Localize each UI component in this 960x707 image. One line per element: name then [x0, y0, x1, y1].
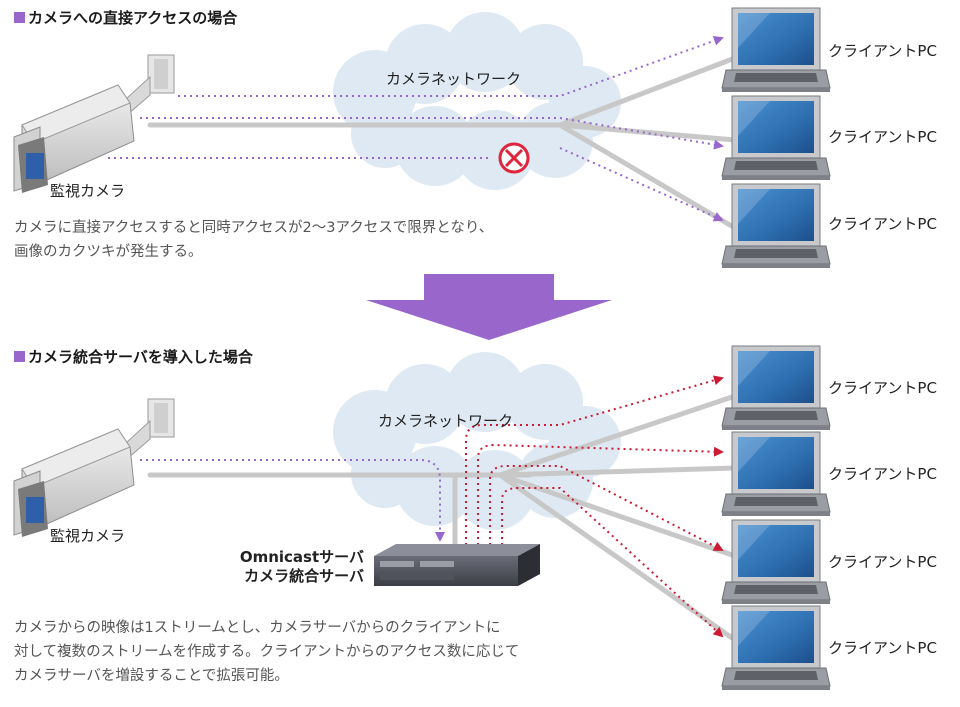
bottom-laptop-icon-2	[721, 431, 831, 517]
top-cloud	[333, 12, 621, 190]
bottom-client-label-3: クライアントPC	[828, 553, 937, 571]
server-label-line: Omnicastサーバ	[239, 548, 364, 566]
bottom-section-title: カメラ統合サーバを導入した場合	[14, 346, 253, 367]
top-laptop-icon-2	[721, 95, 831, 181]
title-marker-icon	[14, 351, 25, 362]
top-caption-line: カメラに直接アクセスすると同時アクセスが2～3アクセスで限界となり、	[14, 220, 494, 236]
bottom-caption-line: カメラからの映像は1ストリームとし、カメラサーバからのクライアントに	[14, 620, 501, 636]
top-cables	[147, 55, 738, 231]
camera-to-server-stream	[140, 459, 445, 542]
title-marker-icon	[14, 12, 25, 23]
top-section-title-text: カメラへの直接アクセスの場合	[28, 9, 238, 27]
blocked-icon	[498, 142, 530, 174]
top-camera-label: 監視カメラ	[50, 182, 126, 200]
top-laptop-icon-3	[721, 183, 831, 269]
bottom-caption-line: 対して複数のストリームを作成する。クライアントからのアクセス数に応じて	[14, 644, 520, 660]
top-section-title: カメラへの直接アクセスの場合	[14, 7, 237, 28]
bottom-client-label-1: クライアントPC	[828, 379, 937, 397]
top-network-label: カメラネットワーク	[386, 70, 522, 88]
server-label-line: カメラ統合サーバ	[244, 567, 364, 585]
top-client-label-3: クライアントPC	[828, 215, 937, 233]
server-label: Omnicastサーバ カメラ統合サーバ	[212, 548, 364, 586]
bottom-caption: カメラからの映像は1ストリームとし、カメラサーバからのクライアントに 対して複数…	[14, 616, 519, 688]
bottom-camera-label: 監視カメラ	[50, 527, 126, 545]
bottom-caption-line: カメラサーバを増設することで拡張可能。	[14, 668, 289, 684]
bottom-laptop-icon-4	[721, 605, 831, 691]
top-caption: カメラに直接アクセスすると同時アクセスが2～3アクセスで限界となり、 画像のカク…	[14, 216, 493, 264]
server-to-client-streams	[465, 375, 724, 638]
bottom-client-label-2: クライアントPC	[828, 465, 937, 483]
top-stream-arrows	[108, 35, 724, 222]
transition-arrow-icon	[366, 274, 612, 340]
server-stream-4	[501, 487, 724, 638]
server-icon	[374, 544, 540, 586]
bottom-section-title-text: カメラ統合サーバを導入した場合	[28, 348, 253, 366]
top-client-label-2: クライアントPC	[828, 128, 937, 146]
top-caption-line: 画像のカクツキが発生する。	[14, 244, 203, 260]
bottom-laptop-icon-1	[721, 345, 831, 431]
bottom-laptop-icon-3	[721, 519, 831, 605]
top-stream-1	[178, 35, 724, 97]
top-stream-2	[140, 117, 724, 150]
server-stream-2	[477, 443, 724, 545]
bottom-client-label-4: クライアントPC	[828, 639, 937, 657]
bottom-cables	[147, 393, 738, 643]
bottom-network-label: カメラネットワーク	[378, 412, 514, 430]
top-client-label-1: クライアントPC	[828, 42, 937, 60]
bottom-camera-icon	[13, 398, 175, 538]
top-laptop-icon-1	[721, 7, 831, 93]
